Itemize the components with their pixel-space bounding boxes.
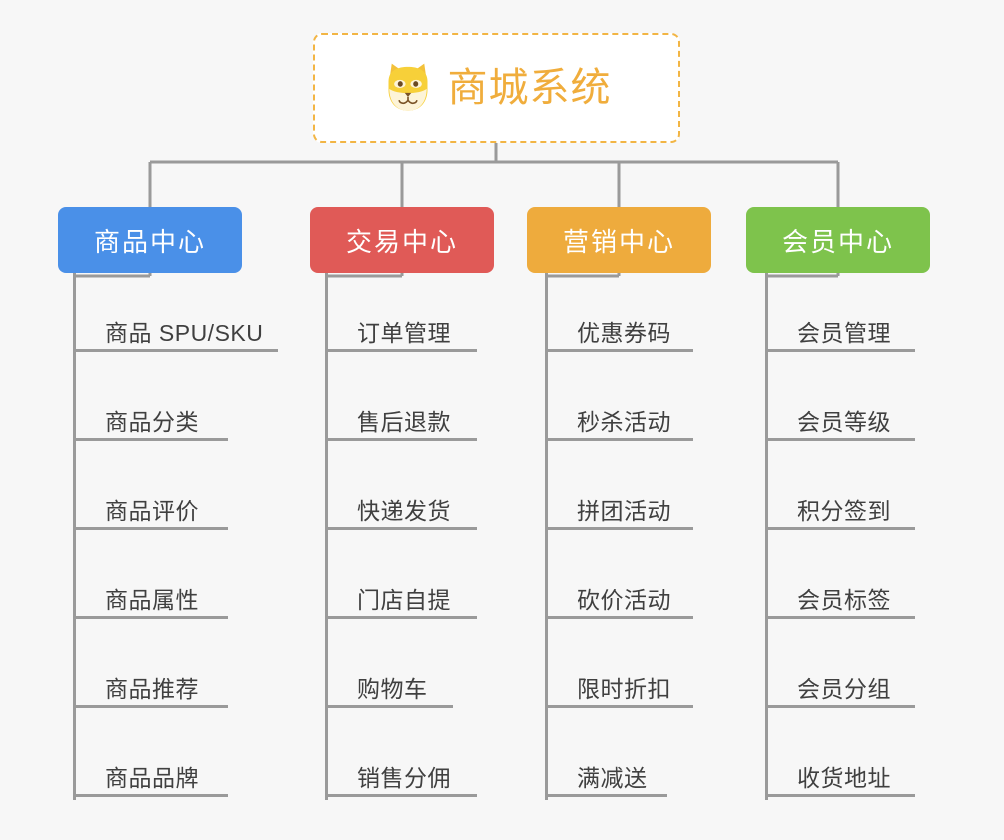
category-box-4[interactable]: 会员中心 [746, 207, 930, 273]
leaf-item-label: 商品属性 [105, 587, 199, 613]
leaf-item-rule [545, 349, 693, 352]
category-label: 商品中心 [93, 226, 206, 257]
leaf-item-label: 商品品牌 [105, 765, 199, 791]
category-label: 交易中心 [345, 226, 458, 257]
leaf-item-label: 商品推荐 [105, 676, 199, 702]
leaf-item-rule [765, 349, 915, 352]
root-title: 商城系统 [447, 66, 612, 110]
leaf-item-label: 快递发货 [357, 498, 451, 524]
leaf-item-label: 秒杀活动 [577, 409, 671, 435]
leaf-item-rule [545, 794, 667, 797]
category-box-2[interactable]: 交易中心 [310, 207, 494, 273]
leaf-item-rule [545, 705, 693, 708]
leaf-item-rule [73, 438, 228, 441]
leaf-item-label: 收货地址 [797, 765, 891, 791]
leaf-item-rule [545, 438, 693, 441]
root-node[interactable]: 商城系统 [313, 33, 680, 143]
leaf-item-label: 订单管理 [357, 320, 451, 346]
leaf-item-rule [325, 438, 477, 441]
leaf-trunk-line [765, 273, 768, 800]
leaf-item-label: 拼团活动 [577, 498, 671, 524]
leaf-item-rule [765, 794, 915, 797]
leaf-item-rule [325, 349, 477, 352]
shiba-dog-face-icon [382, 62, 434, 114]
leaf-item-rule [73, 527, 228, 530]
leaf-trunk-line [545, 273, 548, 800]
leaf-item-label: 满减送 [577, 765, 648, 791]
leaf-item-rule [73, 794, 228, 797]
leaf-item-label: 售后退款 [357, 409, 451, 435]
leaf-item-label: 商品评价 [105, 498, 199, 524]
leaf-item-label: 会员分组 [797, 676, 891, 702]
leaf-item-rule [325, 527, 477, 530]
leaf-item-label: 会员标签 [797, 587, 891, 613]
leaf-item-rule [545, 527, 693, 530]
leaf-item-rule [325, 616, 477, 619]
leaf-item-label: 限时折扣 [577, 676, 671, 702]
leaf-item-label: 商品 SPU/SKU [105, 320, 264, 346]
leaf-item-label: 商品分类 [105, 409, 199, 435]
category-label: 会员中心 [781, 226, 894, 257]
leaf-item-rule [73, 349, 278, 352]
leaf-item-label: 会员管理 [797, 320, 891, 346]
category-box-1[interactable]: 商品中心 [58, 207, 242, 273]
leaf-item-label: 砍价活动 [577, 587, 671, 613]
leaf-item-label: 积分签到 [797, 498, 891, 524]
leaf-item-label: 购物车 [357, 676, 428, 702]
leaf-item-rule [765, 616, 915, 619]
leaf-item-rule [765, 705, 915, 708]
leaf-item-rule [73, 616, 228, 619]
leaf-item-rule [73, 705, 228, 708]
leaf-item-rule [545, 616, 693, 619]
category-label: 营销中心 [562, 226, 675, 257]
leaf-item-rule [765, 438, 915, 441]
leaf-item-label: 销售分佣 [357, 765, 451, 791]
leaf-trunk-line [325, 273, 328, 800]
leaf-item-rule [325, 794, 477, 797]
leaf-item-rule [325, 705, 453, 708]
category-box-3[interactable]: 营销中心 [527, 207, 711, 273]
leaf-item-label: 门店自提 [357, 587, 451, 613]
leaf-item-label: 优惠券码 [577, 320, 671, 346]
leaf-item-label: 会员等级 [797, 409, 891, 435]
leaf-item-rule [765, 527, 915, 530]
leaf-trunk-line [73, 273, 76, 800]
